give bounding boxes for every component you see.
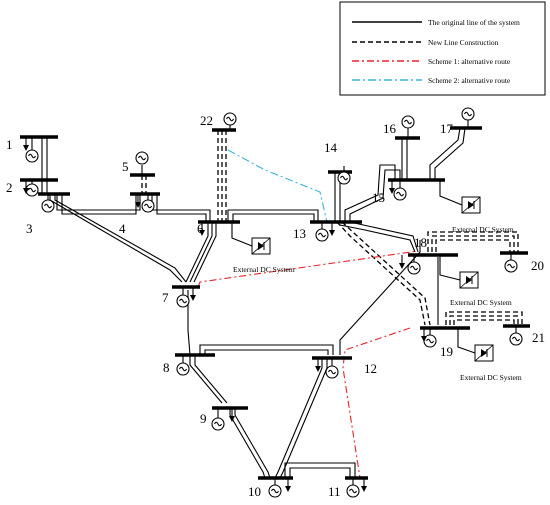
bus-label-17: 17 bbox=[440, 121, 454, 136]
bus-label-22: 22 bbox=[200, 113, 213, 128]
generator-icon bbox=[211, 417, 225, 431]
dc-converter-icon bbox=[459, 271, 479, 289]
generator-icon bbox=[401, 115, 415, 129]
dc-label-bus15: External DC System bbox=[452, 225, 514, 234]
load-arrow-icon bbox=[328, 221, 336, 237]
bus-label-7: 7 bbox=[162, 290, 169, 305]
bus-label-13: 13 bbox=[293, 226, 306, 241]
dc-systems: External DC System External DC System Ex… bbox=[231, 180, 522, 382]
bus-label-18: 18 bbox=[414, 235, 427, 250]
scheme2-route bbox=[227, 149, 328, 223]
load-arrow-icon bbox=[22, 136, 30, 152]
generator-icon bbox=[337, 171, 351, 185]
dc-converter-icon bbox=[461, 196, 481, 214]
bus-label-21: 21 bbox=[532, 330, 545, 345]
generator-icon bbox=[315, 228, 329, 242]
load-arrow-icon bbox=[360, 477, 368, 493]
generator-icon bbox=[25, 149, 39, 163]
bus-label-20: 20 bbox=[531, 258, 544, 273]
generators bbox=[25, 107, 523, 498]
generator-icon bbox=[407, 261, 421, 275]
bus-label-6: 6 bbox=[197, 221, 204, 236]
generator-icon bbox=[135, 151, 149, 165]
generator-icon bbox=[268, 484, 282, 498]
bus-label-11: 11 bbox=[328, 484, 341, 499]
generator-icon bbox=[223, 112, 237, 126]
bus-label-15: 15 bbox=[372, 190, 385, 205]
legend-label-scheme2: Scheme 2: alternative route bbox=[428, 76, 511, 85]
dc-converter-icon bbox=[474, 344, 494, 362]
scheme1-route bbox=[197, 250, 419, 479]
bus-label-9: 9 bbox=[200, 411, 207, 426]
bus-label-10: 10 bbox=[248, 484, 261, 499]
generator-icon bbox=[393, 187, 407, 201]
bus-label-8: 8 bbox=[163, 360, 170, 375]
generator-icon bbox=[176, 294, 190, 308]
load-arrow-icon bbox=[189, 286, 197, 302]
bus-label-16: 16 bbox=[383, 121, 397, 136]
generator-icon bbox=[461, 107, 475, 121]
bus-label-14: 14 bbox=[324, 140, 338, 155]
legend-label-original: The original line of the system bbox=[428, 18, 520, 27]
generator-icon bbox=[141, 199, 155, 213]
dc-label-bus6: External DC System bbox=[233, 265, 295, 274]
new-lines bbox=[141, 130, 523, 326]
load-arrow-icon bbox=[284, 477, 292, 493]
dc-label-bus18: External DC System bbox=[450, 298, 512, 307]
legend-label-scheme1: Scheme 1: alternative route bbox=[428, 57, 511, 66]
generator-icon bbox=[504, 259, 518, 273]
bus-labels: 1 2 3 4 5 6 7 8 9 10 11 12 13 14 15 16 1… bbox=[6, 113, 545, 499]
loads bbox=[22, 136, 428, 493]
generator-icon bbox=[346, 484, 360, 498]
bus-label-3: 3 bbox=[26, 221, 33, 236]
dc-label-bus19: External DC System bbox=[460, 373, 522, 382]
generator-icon bbox=[325, 365, 339, 379]
bus-label-12: 12 bbox=[364, 361, 377, 376]
load-arrow-icon bbox=[398, 254, 406, 270]
bus-label-19: 19 bbox=[440, 344, 453, 359]
bus-label-2: 2 bbox=[6, 180, 13, 195]
legend-label-new: New Line Construction bbox=[428, 38, 499, 47]
generator-icon bbox=[509, 332, 523, 346]
legend: The original line of the system New Line… bbox=[339, 1, 546, 96]
load-arrow-icon bbox=[314, 357, 322, 373]
bus-label-4: 4 bbox=[119, 221, 126, 236]
generator-icon bbox=[176, 362, 190, 376]
generator-icon bbox=[41, 199, 55, 213]
bus-label-5: 5 bbox=[122, 159, 129, 174]
dc-converter-icon bbox=[251, 237, 271, 255]
bus-label-1: 1 bbox=[6, 137, 13, 152]
